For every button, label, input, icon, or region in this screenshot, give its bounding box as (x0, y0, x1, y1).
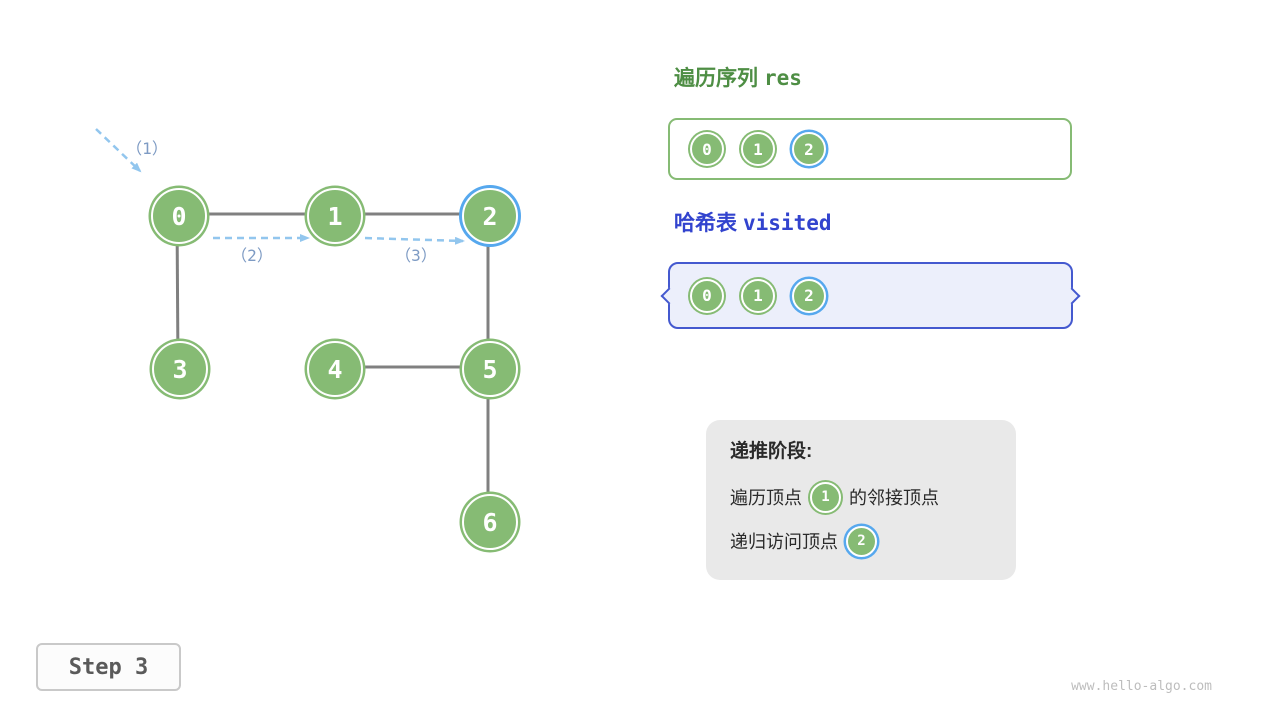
traversal-arrow-1 (95, 128, 142, 173)
explanation-line-1-node-1: 1 (810, 481, 841, 513)
res-title-code: res (764, 66, 802, 90)
step-label: Step 3 (68, 654, 149, 680)
explanation-line-1-prefix: 遍历顶点 (730, 488, 802, 508)
watermark-text: www.hello-algo.com (1071, 679, 1212, 694)
visited-panel-title: 哈希表 visited (674, 207, 832, 237)
explanation-line-2: 递归访问顶点 2 (730, 519, 1016, 563)
graph-node-3: 3 (152, 341, 208, 397)
graph-node-6: 6 (462, 494, 518, 550)
visited-item-2: 2 (792, 278, 826, 313)
graph-node-2: 2 (462, 188, 518, 244)
explanation-line-2-prefix: 递归访问顶点 (730, 532, 838, 552)
step-indicator: Step 3 (36, 643, 181, 691)
traversal-arrow-label-1: （1） (126, 139, 168, 158)
explanation-title: 递推阶段: (730, 441, 813, 462)
explanation-line-1-suffix: 的邻接顶点 (849, 488, 939, 508)
visited-title-code: visited (743, 211, 832, 235)
graph-node-4: 4 (307, 341, 363, 397)
visited-item-0: 0 (690, 278, 724, 313)
explanation-line-1: 遍历顶点 1 的邻接顶点 (730, 475, 1016, 519)
res-item-2: 2 (792, 132, 826, 166)
explanation-box: 递推阶段: 遍历顶点 1 的邻接顶点递归访问顶点 2 (706, 420, 1016, 580)
explanation-line-2-node-2: 2 (846, 525, 877, 557)
graph-node-1: 1 (307, 188, 363, 244)
graph-node-0: 0 (151, 188, 207, 244)
res-title-cn: 遍历序列 (674, 67, 758, 90)
res-item-1: 1 (741, 132, 775, 166)
traversal-arrow-label-3: （3） (395, 246, 437, 265)
graph-node-5: 5 (462, 341, 518, 397)
res-item-0: 0 (690, 132, 724, 166)
traversal-arrow-label-2: （2） (231, 246, 273, 265)
res-panel-title: 遍历序列 res (674, 62, 802, 92)
visited-title-cn: 哈希表 (674, 212, 737, 235)
visited-item-1: 1 (741, 278, 775, 313)
traversal-arrow-3 (364, 236, 465, 245)
explanation-lines: 遍历顶点 1 的邻接顶点递归访问顶点 2 (730, 475, 1016, 563)
